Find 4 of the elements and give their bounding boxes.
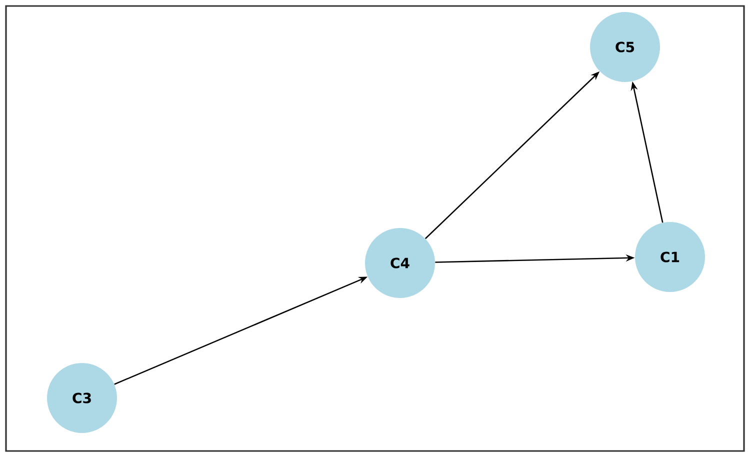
circle-node: C3 [47, 363, 117, 433]
circle-node: C5 [590, 12, 660, 82]
circle-node: C1 [635, 222, 705, 292]
circle-node: C4 [365, 228, 435, 298]
